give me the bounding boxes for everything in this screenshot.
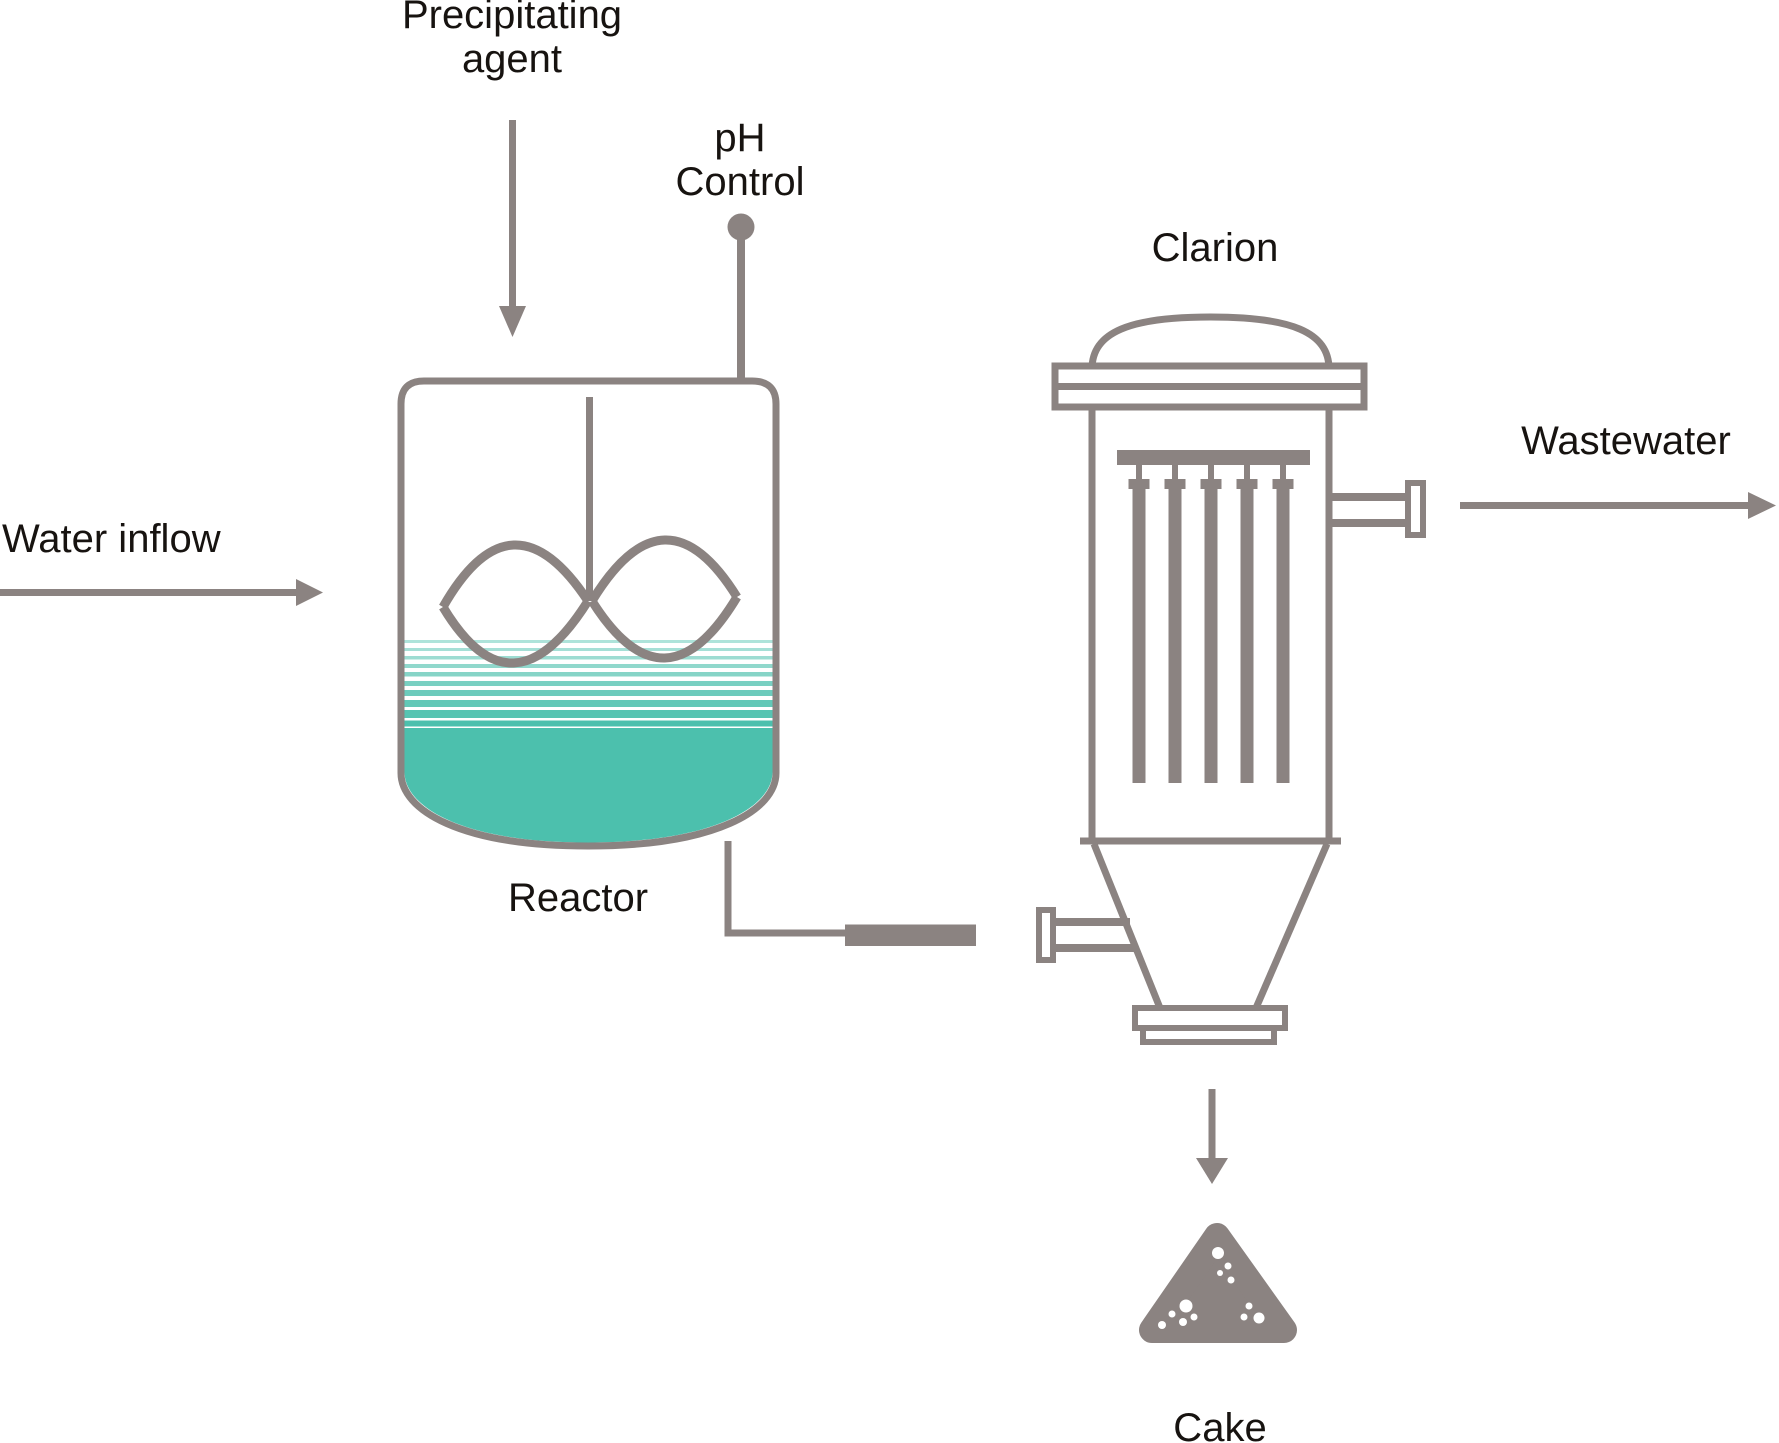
- wastewater-label: Wastewater: [1521, 419, 1731, 463]
- filter-vessel: [1036, 313, 1426, 1045]
- filter-dome: [1088, 313, 1333, 370]
- reactor-vessel: [397, 377, 976, 946]
- logo-divider: [1141, 66, 1149, 164]
- reactor-liquid: [404, 728, 773, 843]
- precipitating-agent-line1: Precipitating: [401, 0, 623, 37]
- reactor-label: Reactor: [507, 876, 649, 920]
- stirrer-icon: [439, 397, 741, 668]
- filter-outlet-nozzle: [1332, 480, 1426, 538]
- ph-probe-icon: [727, 213, 755, 381]
- candle: [1236, 465, 1258, 783]
- ph-control-line1: pH: [714, 116, 766, 160]
- ph-control-line2: Control: [675, 160, 805, 204]
- candle: [1200, 465, 1222, 783]
- water-inflow-arrow-icon: [0, 579, 323, 606]
- filter-candles: [1128, 465, 1294, 783]
- water-inflow-label: Water inflow: [2, 517, 221, 561]
- pump-block: [845, 924, 976, 946]
- reactor-liquid-surface: [404, 640, 773, 727]
- filter-inlet-nozzle: [1036, 907, 1138, 963]
- precipitating-agent-label: Precipitating agent: [402, 0, 622, 81]
- filter-top-flange: [1051, 362, 1368, 411]
- reactor-outlet-pipe: [724, 841, 976, 946]
- candle-header: [1117, 450, 1310, 465]
- filter-bottom-flange: [1132, 1005, 1288, 1045]
- cake-pile-icon: [1139, 1223, 1297, 1343]
- precipitating-agent-arrow-icon: [499, 120, 526, 337]
- candle: [1128, 465, 1150, 783]
- precipitating-agent-line2: agent: [461, 37, 563, 81]
- ph-control-label: pH Control: [676, 116, 805, 204]
- reactor-vessel-outline: [397, 377, 780, 850]
- wastewater-arrow-icon: [1460, 492, 1776, 519]
- candle: [1272, 465, 1294, 783]
- logo-caption-label: Clarion: [1151, 226, 1279, 270]
- cake-label: Cake: [1173, 1406, 1267, 1443]
- candle: [1164, 465, 1186, 783]
- cake-arrow-icon: [1196, 1089, 1228, 1184]
